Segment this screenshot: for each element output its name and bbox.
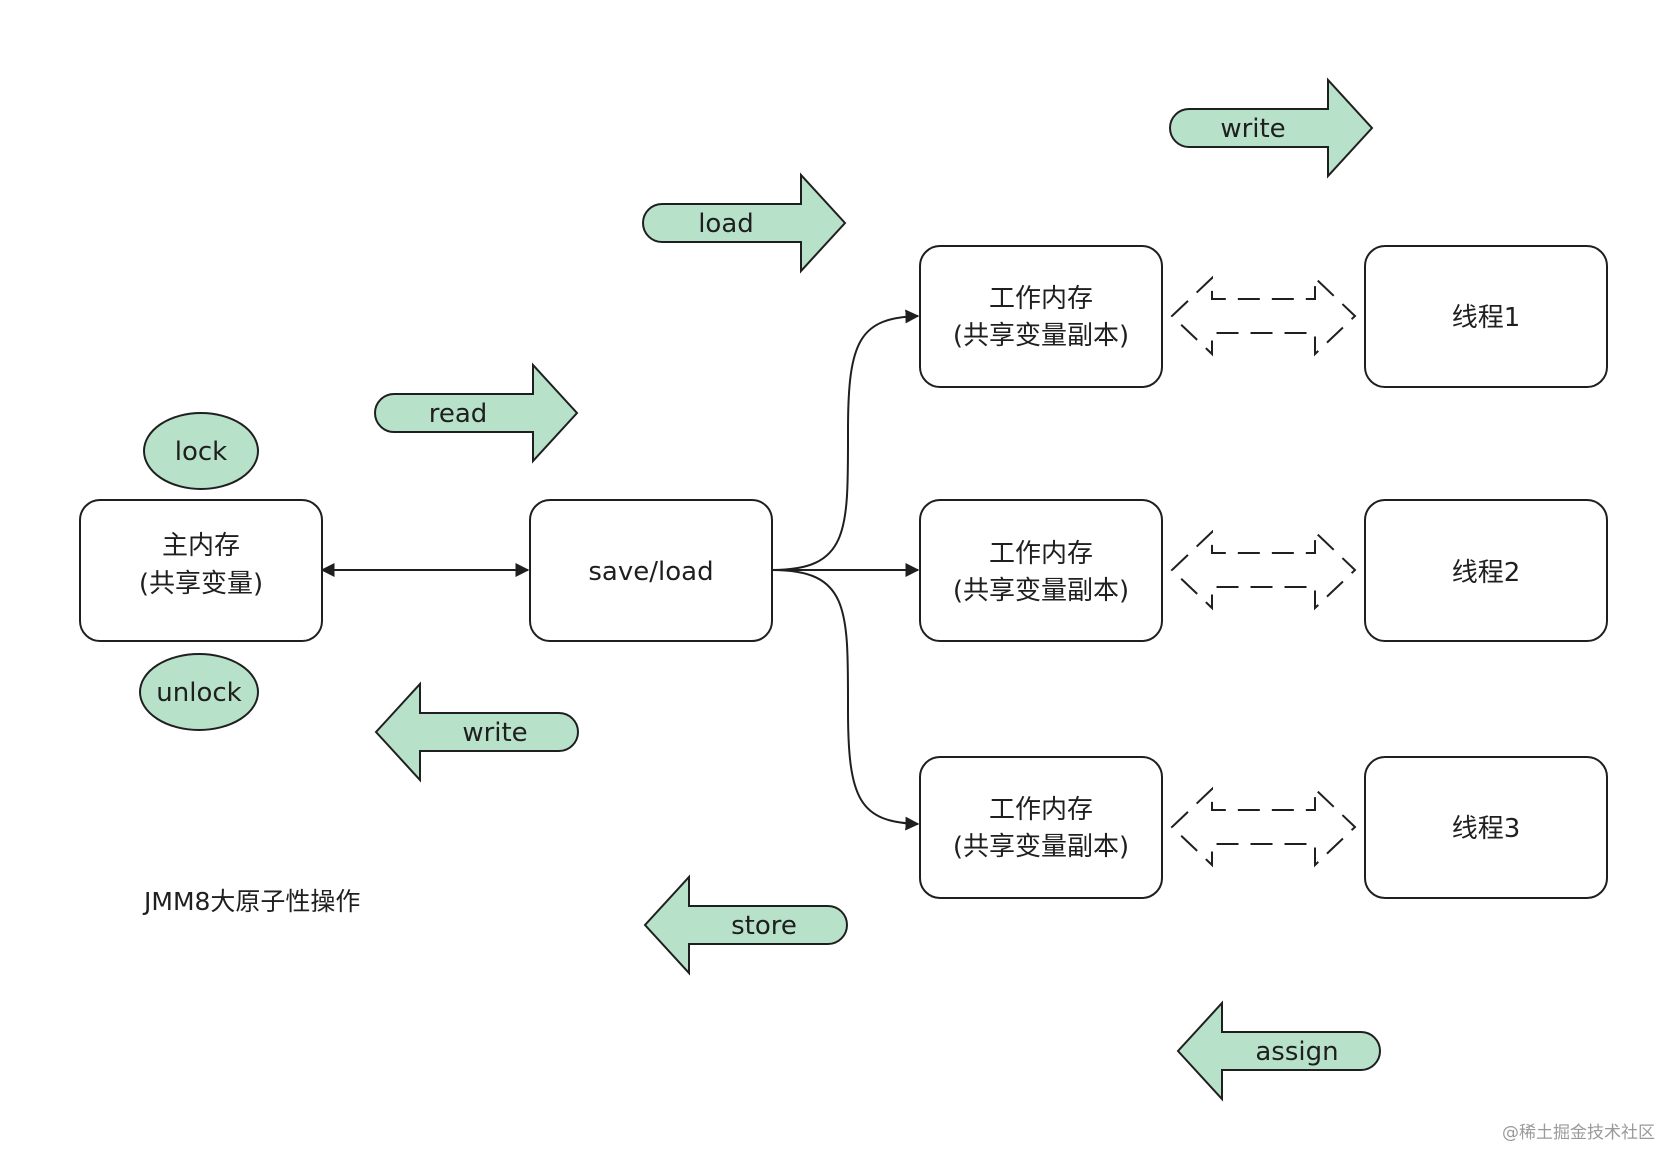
save-load-label: save/load (588, 557, 713, 587)
lock-operation: lock (143, 412, 259, 490)
working-memory-subtitle: (共享变量副本) (953, 321, 1129, 351)
write-arrow-bottom: write (374, 681, 579, 783)
read-arrow-label: read (429, 399, 488, 429)
unlock-label: unlock (156, 678, 241, 708)
working-memory-title: 工作内存 (989, 539, 1093, 569)
read-arrow: read (374, 362, 579, 464)
diagram-caption: JMM8大原子性操作 (142, 887, 360, 916)
assign-arrow: assign (1176, 1000, 1381, 1102)
write-arrow-bottom-label: write (462, 718, 527, 748)
assign-arrow-label: assign (1255, 1037, 1338, 1067)
write-arrow-top: write (1169, 77, 1374, 179)
thread-label: 线程3 (1452, 814, 1521, 844)
watermark: @稀土掘金技术社区 (1502, 1123, 1655, 1143)
main-memory-node: 主内存 (共享变量) (79, 499, 323, 642)
working-memory-title: 工作内存 (989, 795, 1093, 825)
thread-node-1: 线程1 (1364, 245, 1608, 388)
working-memory-node-2: 工作内存 (共享变量副本) (919, 499, 1163, 642)
thread-label: 线程1 (1452, 303, 1521, 333)
lock-label: lock (175, 437, 227, 467)
load-arrow: load (642, 172, 847, 274)
working-memory-title: 工作内存 (989, 284, 1093, 314)
load-arrow-label: load (698, 209, 754, 239)
working-memory-subtitle: (共享变量副本) (953, 832, 1129, 862)
thread-node-2: 线程2 (1364, 499, 1608, 642)
dashed-double-arrow-2 (1170, 529, 1357, 611)
working-memory-node-3: 工作内存 (共享变量副本) (919, 756, 1163, 899)
save-load-node: save/load (529, 499, 773, 642)
store-arrow-label: store (731, 911, 797, 941)
working-memory-subtitle: (共享变量副本) (953, 576, 1129, 606)
thread-node-3: 线程3 (1364, 756, 1608, 899)
save-load-to-working-memory-1-connector (771, 309, 920, 571)
write-arrow-top-label: write (1220, 114, 1285, 144)
save-load-to-working-memory-3-connector (771, 569, 920, 831)
main-memory-title: 主内存 (162, 531, 240, 561)
main-memory-subtitle: (共享变量) (139, 569, 263, 599)
thread-label: 线程2 (1452, 558, 1521, 588)
dashed-double-arrow-3 (1170, 786, 1357, 868)
store-arrow: store (643, 874, 848, 976)
unlock-operation: unlock (139, 653, 259, 731)
working-memory-node-1: 工作内存 (共享变量副本) (919, 245, 1163, 388)
dashed-double-arrow-1 (1170, 275, 1357, 357)
